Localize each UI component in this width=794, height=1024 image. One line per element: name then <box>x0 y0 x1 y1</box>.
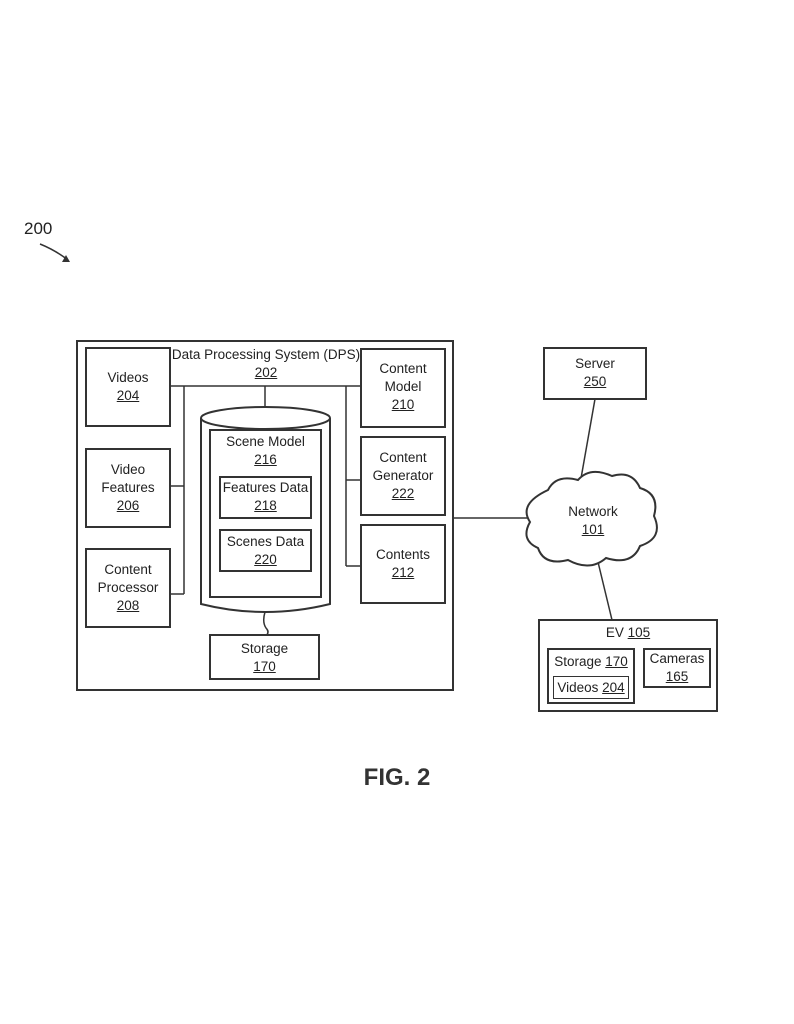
content-processor-box <box>85 548 171 628</box>
content-generator-label: Content Generator 222 <box>360 449 446 503</box>
contents-label: Contents 212 <box>360 546 446 582</box>
content-processor-line1: Content <box>104 562 152 577</box>
server-title: Server <box>575 356 615 371</box>
features-data-label: Features Data 218 <box>219 479 312 515</box>
network-label: Network 101 <box>548 503 638 539</box>
scenes-data-box <box>219 529 312 572</box>
contents-title: Contents <box>375 547 431 562</box>
features-data-ref: 218 <box>254 498 277 513</box>
video-features-box <box>85 448 171 528</box>
content-generator-line1: Content <box>379 450 427 465</box>
contents-ref: 212 <box>391 565 415 580</box>
server-box <box>543 347 647 400</box>
storage-label: Storage 170 <box>209 640 320 676</box>
content-model-box <box>360 348 446 428</box>
scene-model-title: Scene Model <box>226 434 305 449</box>
ev-videos-ref: 204 <box>602 680 625 695</box>
video-features-label: Video Features 206 <box>85 461 171 515</box>
cameras-ref: 165 <box>665 669 689 684</box>
server-label: Server 250 <box>543 355 647 391</box>
ev-storage-ref: 170 <box>605 654 628 669</box>
figure-reference-arrow <box>39 243 69 261</box>
dps-label: Data Processing System (DPS) 202 <box>170 346 362 382</box>
scenes-data-title: Scenes Data <box>226 534 305 549</box>
scenes-data-ref: 220 <box>254 552 277 567</box>
ev-storage-label: Storage 170 <box>547 653 635 671</box>
storage-box <box>209 634 320 680</box>
network-ref: 101 <box>581 522 605 537</box>
cameras-title: Cameras <box>649 651 705 666</box>
network-to-ev-line <box>597 561 613 621</box>
figure-reference-arrowhead <box>62 255 70 262</box>
server-to-network-line <box>579 398 596 485</box>
figure-caption: FIG. 2 <box>363 764 431 791</box>
cylinder-to-storage-line <box>262 611 269 637</box>
figure-reference-200: 200 <box>24 219 53 238</box>
features-data-title: Features Data <box>222 480 309 495</box>
scenes-data-label: Scenes Data 220 <box>219 533 312 569</box>
ev-ref: 105 <box>627 625 651 640</box>
dps-ref: 202 <box>254 365 278 380</box>
content-model-line2: Model <box>384 379 422 394</box>
network-title: Network <box>568 504 618 519</box>
dps-title: Data Processing System (DPS) <box>171 347 361 362</box>
content-generator-box <box>360 436 446 516</box>
scene-model-ref: 216 <box>254 452 277 467</box>
features-data-box <box>219 476 312 519</box>
videos-ref: 204 <box>116 388 140 403</box>
server-ref: 250 <box>583 374 607 389</box>
content-processor-line2: Processor <box>97 580 159 595</box>
content-generator-line2: Generator <box>372 468 434 483</box>
video-features-ref: 206 <box>116 498 140 513</box>
content-model-line1: Content <box>379 361 427 376</box>
videos-label: Videos 204 <box>85 369 171 405</box>
ev-videos-title: Videos <box>557 680 599 695</box>
cameras-label: Cameras 165 <box>643 650 711 686</box>
videos-box <box>85 347 171 427</box>
content-processor-label: Content Processor 208 <box>85 561 171 615</box>
storage-title: Storage <box>240 641 289 656</box>
content-processor-ref: 208 <box>116 598 140 613</box>
data-processing-system-box <box>76 340 454 691</box>
video-features-line2: Features <box>101 480 155 495</box>
contents-box <box>360 524 446 604</box>
ev-videos-label: Videos 204 <box>553 679 629 697</box>
scene-model-label: Scene Model 216 <box>209 433 322 469</box>
ev-label: EV 105 <box>538 624 718 642</box>
ev-videos-box <box>553 676 629 699</box>
content-model-ref: 210 <box>391 397 415 412</box>
content-generator-ref: 222 <box>391 486 415 501</box>
videos-title: Videos <box>107 370 149 385</box>
video-features-line1: Video <box>110 462 146 477</box>
storage-ref: 170 <box>253 659 276 674</box>
content-model-label: Content Model 210 <box>360 360 446 414</box>
ev-storage-title: Storage <box>554 654 602 669</box>
network-cloud <box>525 470 658 567</box>
ev-title: EV <box>605 625 624 640</box>
cameras-box <box>643 648 711 688</box>
